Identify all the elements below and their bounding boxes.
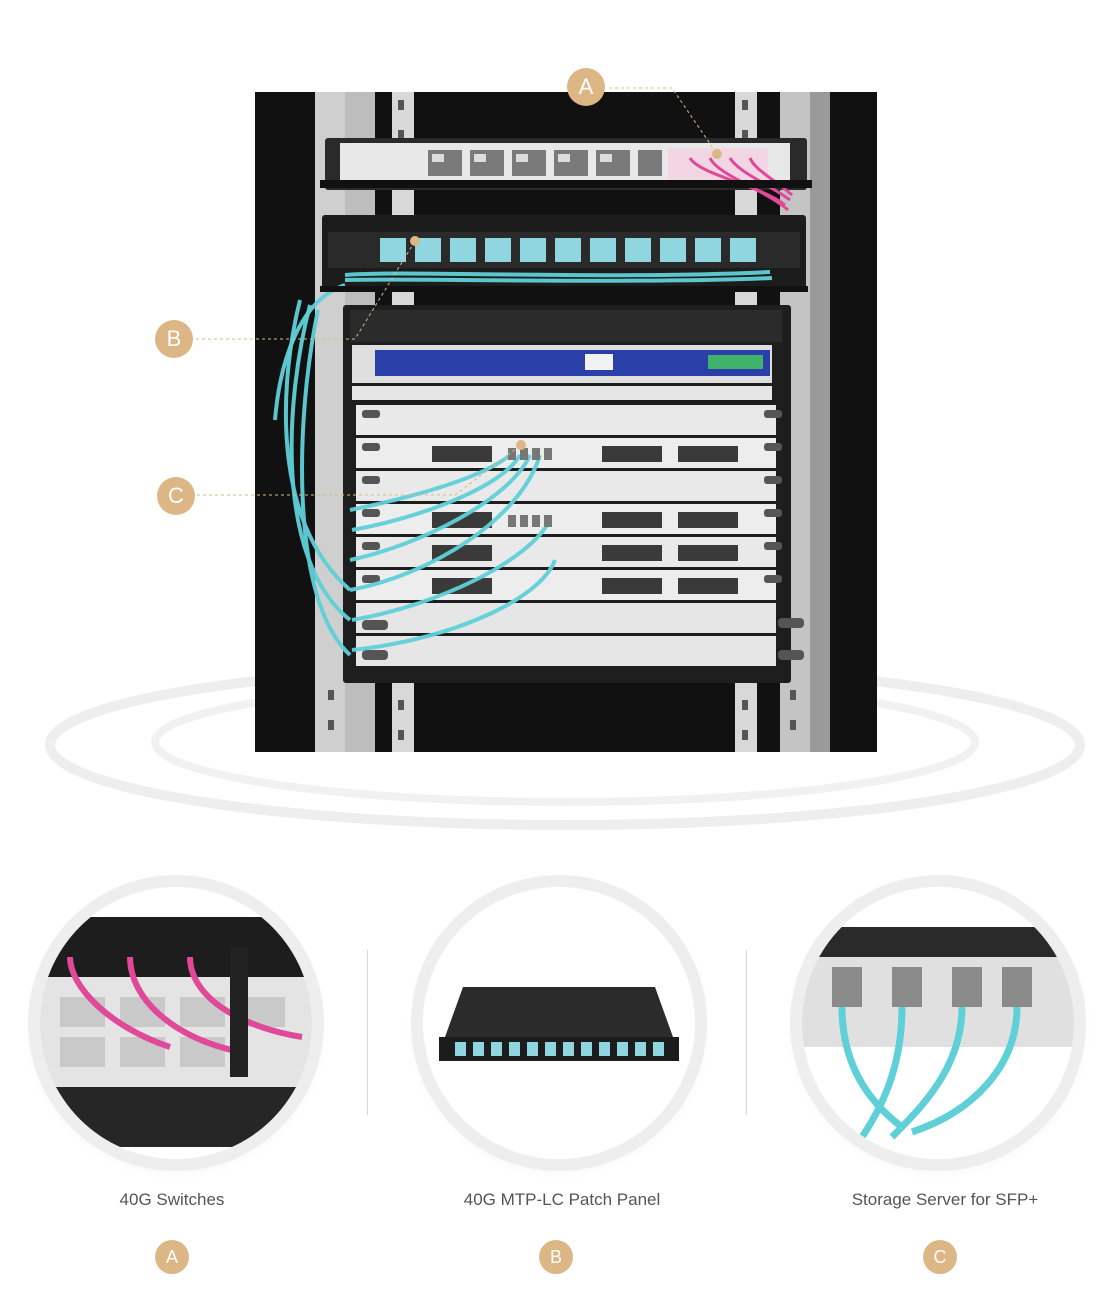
divider-left	[367, 950, 368, 1115]
callout-badge-a: A	[567, 68, 605, 106]
callout-badge-b: B	[155, 320, 193, 358]
component-badge-c: C	[923, 1240, 957, 1274]
thumbnail-mtp-lc-patch-panel	[423, 887, 695, 1159]
caption-storage-server-sfp: Storage Server for SFP+	[851, 1190, 1039, 1209]
component-badge-a: A	[155, 1240, 189, 1274]
rack-svg	[45, 87, 1085, 830]
thumbnail-40g-switches	[40, 887, 312, 1159]
caption-40g-switches: 40G Switches	[119, 1190, 225, 1209]
rack-illustration	[45, 87, 1085, 830]
callout-badge-c: C	[157, 477, 195, 515]
component-badge-b: B	[539, 1240, 573, 1274]
patch-panel-image	[423, 887, 695, 1159]
divider-right	[746, 950, 747, 1115]
switch-closeup-image	[40, 887, 312, 1159]
thumbnail-storage-server-sfp	[802, 887, 1074, 1159]
caption-mtp-lc-patch-panel: 40G MTP-LC Patch Panel	[463, 1190, 661, 1209]
sfp-closeup-image	[802, 887, 1074, 1159]
